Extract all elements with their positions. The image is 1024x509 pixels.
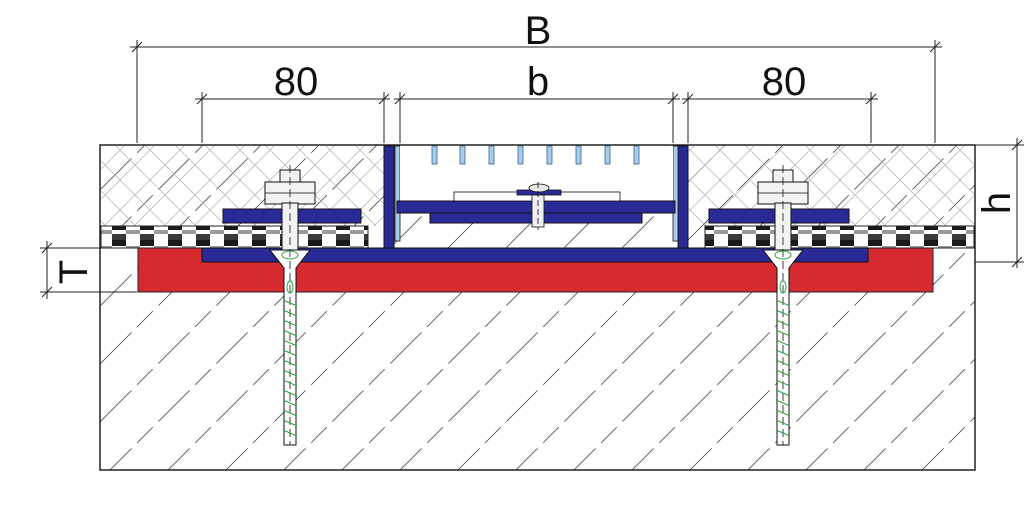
left-anchor-bolt [264, 165, 316, 446]
right-anchor-bolt [757, 165, 809, 446]
label-h: h [975, 192, 1019, 214]
dimension-lines [40, 40, 1024, 299]
label-b: b [527, 60, 549, 104]
label-T: T [52, 260, 96, 284]
dimension-labels: B 80 b 80 h T [52, 9, 1019, 284]
profile-base [201, 247, 869, 263]
insert-fins [431, 145, 640, 165]
label-B: B [525, 9, 552, 53]
label-80-left: 80 [274, 60, 319, 104]
label-80-right: 80 [762, 60, 807, 104]
center-screw-icon [516, 182, 562, 230]
center-insert [396, 145, 676, 230]
